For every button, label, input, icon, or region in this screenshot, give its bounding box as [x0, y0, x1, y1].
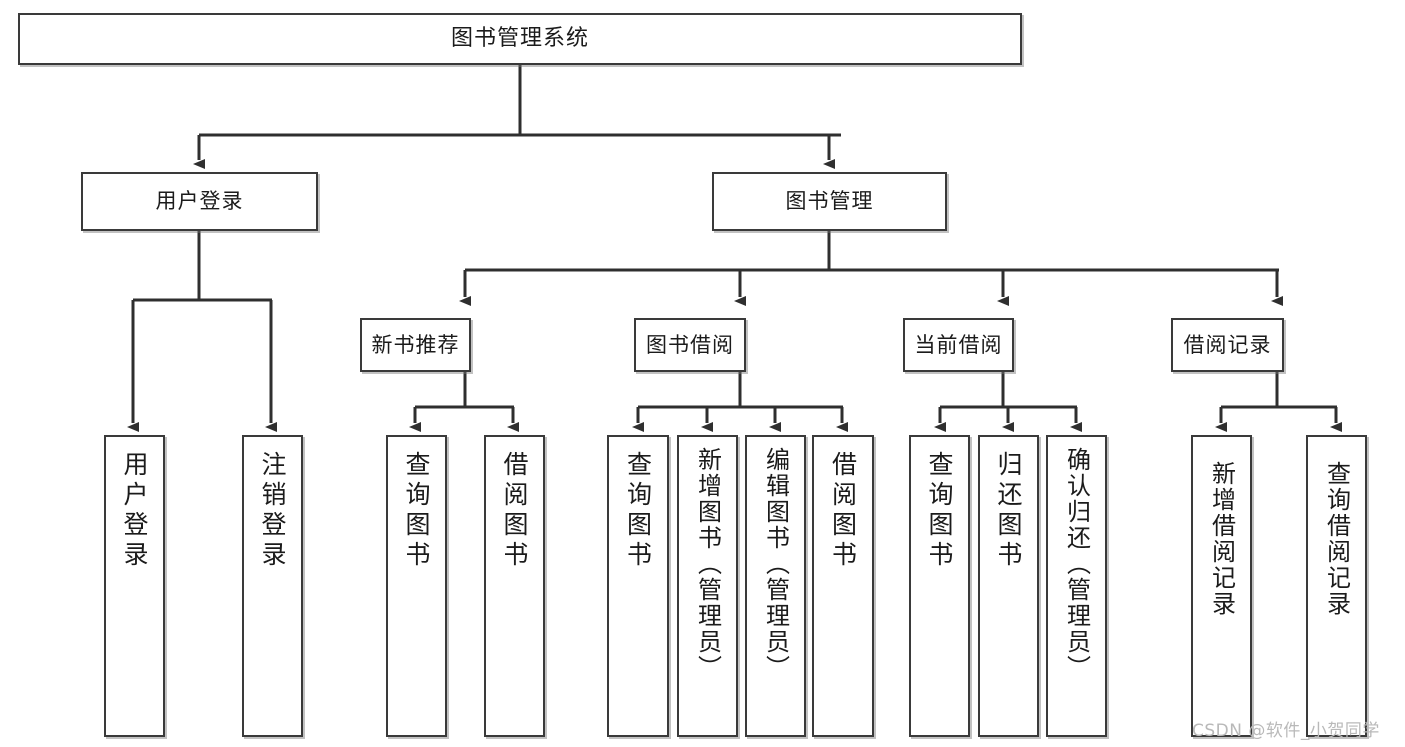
node-label: 查询图书: [925, 451, 954, 571]
leaf-user-logout[interactable]: 注销登录: [242, 435, 303, 737]
node-label: 用户登录: [155, 189, 244, 214]
node-label: 编辑图书（管理员）: [761, 447, 790, 681]
node-label: 图书管理: [785, 189, 874, 214]
node-user-login[interactable]: 用户登录: [81, 172, 318, 231]
leaf-edit-book[interactable]: 编辑图书（管理员）: [745, 435, 806, 737]
leaf-add-borrow-record[interactable]: 新增借阅记录: [1191, 435, 1252, 737]
node-current-borrow[interactable]: 当前借阅: [903, 318, 1014, 372]
node-label: 新书推荐: [371, 332, 460, 357]
leaf-query-book-1[interactable]: 查询图书: [386, 435, 447, 737]
node-root-system[interactable]: 图书管理系统: [18, 13, 1022, 65]
node-book-borrow[interactable]: 图书借阅: [634, 318, 746, 372]
node-label: 借阅图书: [500, 451, 529, 571]
node-label: 注销登录: [258, 451, 287, 571]
node-label: 图书借阅: [646, 332, 734, 357]
node-label: 查询图书: [402, 451, 431, 571]
leaf-borrow-book-1[interactable]: 借阅图书: [484, 435, 545, 737]
node-label: 当前借阅: [914, 332, 1003, 357]
leaf-add-book[interactable]: 新增图书（管理员）: [677, 435, 738, 737]
leaf-return-book[interactable]: 归还图书: [978, 435, 1039, 737]
leaf-borrow-book-2[interactable]: 借阅图书: [812, 435, 874, 737]
leaf-query-borrow-record[interactable]: 查询借阅记录: [1306, 435, 1367, 737]
leaf-query-book-2[interactable]: 查询图书: [607, 435, 669, 737]
node-label: 用户登录: [120, 451, 149, 571]
node-label: 新增借阅记录: [1207, 461, 1236, 617]
node-label: 查询借阅记录: [1322, 461, 1351, 617]
leaf-user-login[interactable]: 用户登录: [104, 435, 165, 737]
node-label: 查询图书: [623, 451, 653, 571]
node-label: 归还图书: [994, 451, 1023, 571]
node-book-management[interactable]: 图书管理: [712, 172, 947, 231]
watermark-text: CSDN @软件_小贺同学: [1192, 721, 1380, 741]
node-borrow-record[interactable]: 借阅记录: [1171, 318, 1284, 372]
leaf-confirm-return[interactable]: 确认归还（管理员）: [1046, 435, 1107, 737]
node-new-book-recommend[interactable]: 新书推荐: [360, 318, 471, 372]
node-label: 图书管理系统: [450, 26, 589, 52]
leaf-query-book-3[interactable]: 查询图书: [909, 435, 970, 737]
node-label: 借阅记录: [1183, 332, 1272, 357]
node-label: 借阅图书: [828, 451, 858, 571]
node-label: 新增图书（管理员）: [693, 447, 722, 681]
node-label: 确认归还（管理员）: [1062, 447, 1091, 681]
